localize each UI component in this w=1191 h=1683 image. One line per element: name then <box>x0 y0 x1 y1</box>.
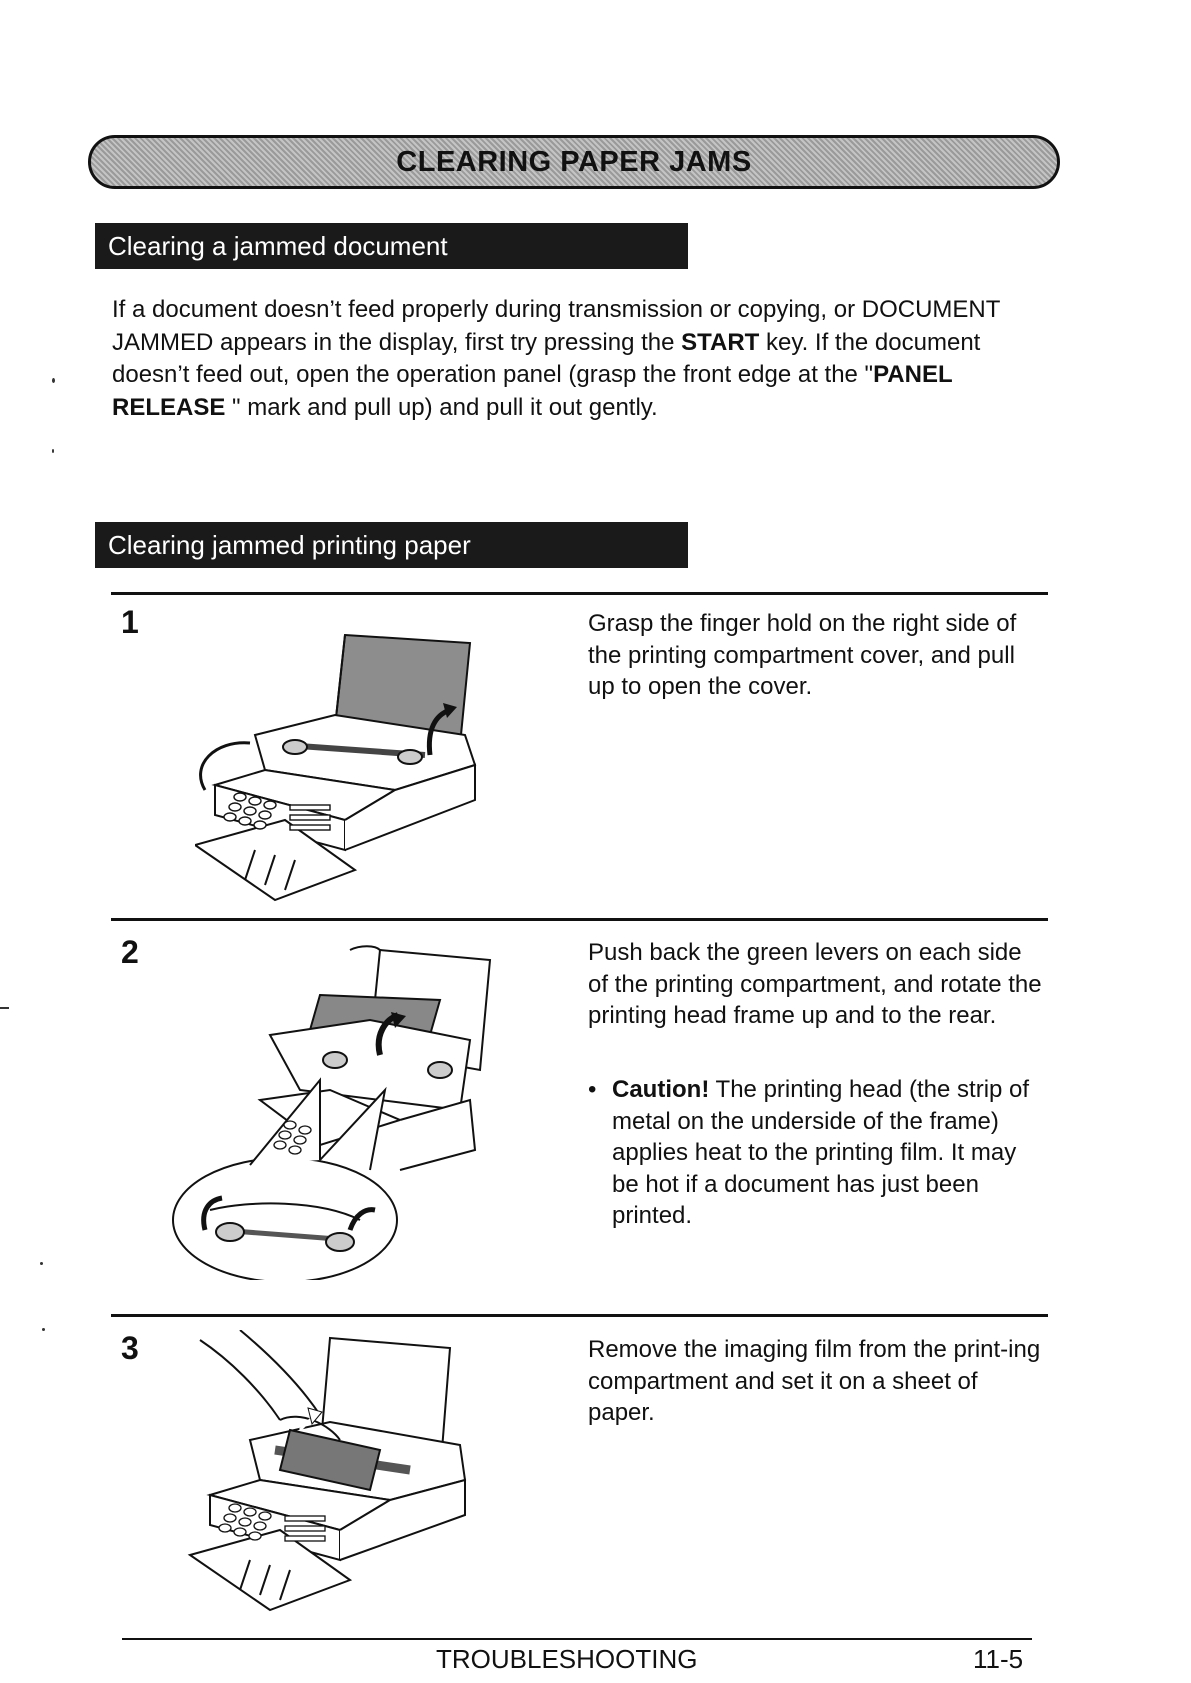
step-1-text: Grasp the finger hold on the right side … <box>588 610 1017 700</box>
section-heading-printing-paper: Clearing jammed printing paper <box>95 522 688 568</box>
step-divider <box>111 918 1048 921</box>
page-number: 11-5 <box>973 1644 1024 1674</box>
footer-section-label: TROUBLESHOOTING <box>436 1644 698 1674</box>
scan-speck <box>0 1007 9 1009</box>
step-2-text: Push back the green levers on each side … <box>588 939 1042 1029</box>
step-divider <box>111 1314 1048 1317</box>
scan-speck <box>52 378 55 383</box>
panel-release-label: PANEL RELEASE <box>112 361 953 421</box>
scan-speck <box>40 1262 43 1265</box>
fax-remove-film-illustration <box>187 1330 467 1612</box>
section-heading-label: Clearing a jammed document <box>108 230 448 261</box>
caution-note: • Caution! The printing head (the strip o… <box>588 1074 1048 1232</box>
intro-text-2: key. If the document doesn’t feed out, o… <box>112 328 981 389</box>
step-3-text: Remove the imaging film from the print-i… <box>588 1336 1041 1426</box>
start-key-label: START <box>681 328 760 356</box>
caution-label: Caution! <box>612 1076 710 1103</box>
step-number: 2 <box>121 934 139 970</box>
title-banner: CLEARING PAPER JAMS <box>88 135 1060 189</box>
scan-speck <box>52 449 54 453</box>
fax-printing-head-illustration <box>172 945 492 1280</box>
bullet-icon: • <box>588 1076 597 1103</box>
step-divider <box>111 592 1048 595</box>
caution-text: The printing head (the strip of metal on… <box>612 1076 1030 1229</box>
page-title: CLEARING PAPER JAMS <box>396 145 752 178</box>
section-heading-label: Clearing jammed printing paper <box>108 529 471 560</box>
intro-text-3: " mark and pull up) and pull it out gent… <box>225 393 658 421</box>
step-number: 1 <box>121 604 139 640</box>
scan-speck <box>42 1328 45 1331</box>
intro-paragraph: If a document doesn’t feed properly duri… <box>112 294 1032 424</box>
intro-text-1: If a document doesn’t feed properly duri… <box>112 296 1000 356</box>
step-number: 3 <box>121 1330 139 1366</box>
section-heading-jammed-document: Clearing a jammed document <box>95 223 688 269</box>
footer-divider <box>122 1638 1032 1640</box>
fax-open-cover-illustration <box>195 633 477 902</box>
